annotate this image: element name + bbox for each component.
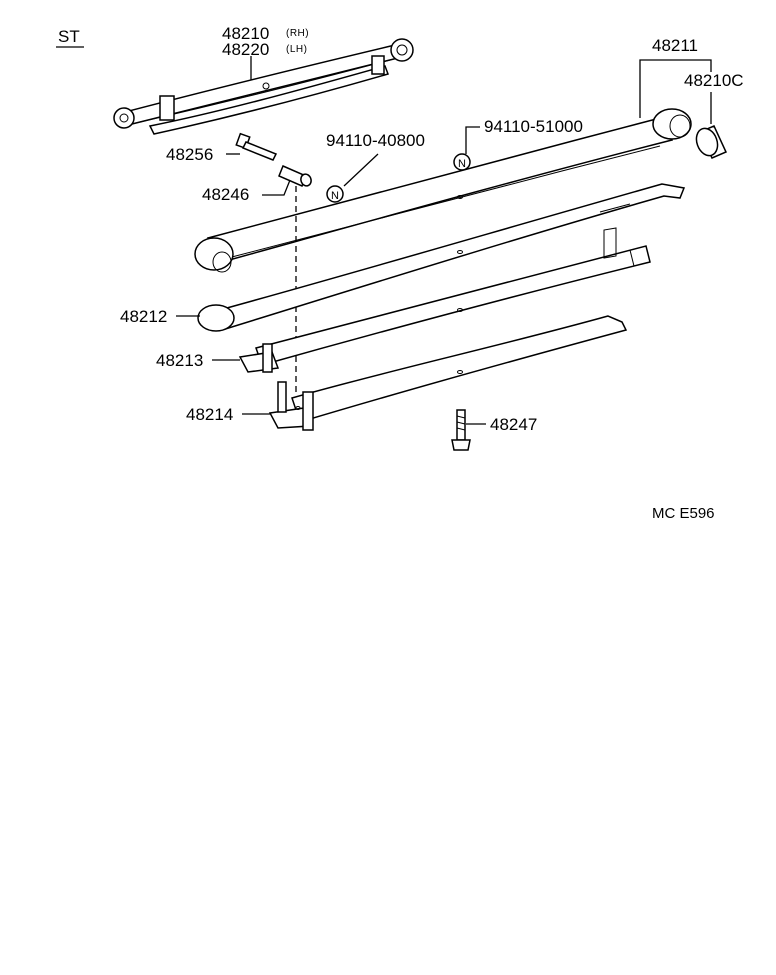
label-48210C: 48210C: [684, 71, 744, 90]
nut-symbol-94110-51000: N: [453, 153, 471, 171]
main-leaf-48211: [194, 108, 692, 273]
label-94110-40800: 94110-40800: [326, 131, 425, 150]
label-48210-side: (RH): [286, 28, 309, 39]
label-48256: 48256: [166, 145, 213, 164]
leaf-48212: [197, 183, 686, 332]
label-48212: 48212: [120, 307, 167, 326]
center-bolt-48247: [451, 409, 471, 451]
svg-text:N: N: [458, 158, 466, 170]
diagram-code: ST: [58, 27, 80, 46]
svg-text:N: N: [331, 190, 339, 202]
leaf-spring-assembly-thumbnail: [113, 38, 414, 135]
label-48214: 48214: [186, 405, 233, 424]
label-48247: 48247: [490, 415, 537, 434]
label-48213: 48213: [156, 351, 203, 370]
nut-symbol-94110-40800: N: [326, 185, 344, 203]
label-48220: 48220: [222, 40, 269, 59]
bushing-48210c: [695, 125, 728, 159]
leaf-48214: [268, 315, 628, 431]
leader-94110-51000: [465, 126, 480, 154]
leader-48211: [639, 59, 712, 118]
label-48210: 48210: [222, 24, 269, 43]
bolt-48256: [235, 132, 278, 161]
pin-48246: [278, 165, 312, 187]
label-48246: 48246: [202, 185, 249, 204]
label-48220-side: (LH): [286, 44, 307, 55]
leader-94110-40800: [343, 153, 379, 187]
label-94110-51000: 94110-51000: [484, 117, 583, 136]
label-48211: 48211: [652, 36, 698, 55]
leader-48246: [262, 179, 291, 196]
leaf-48213: [238, 227, 651, 373]
diagram-ref-code: MC E596: [652, 505, 715, 522]
